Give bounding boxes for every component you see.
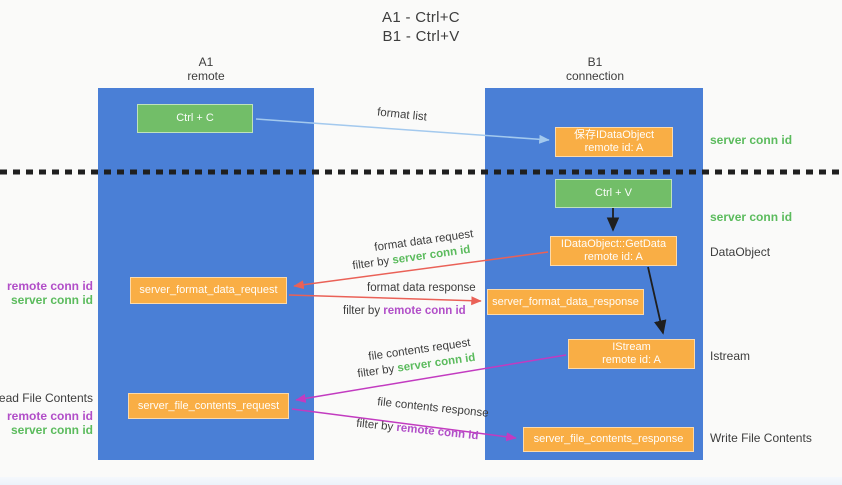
label-read-file-contents: Read File Contents (0, 391, 93, 405)
node-server-file-contents-response: server_file_contents_response (523, 427, 694, 452)
title-line-1: A1 - Ctrl+C (382, 9, 460, 26)
arrow-format-data-response (288, 294, 482, 306)
label-istream: Istream (710, 349, 751, 363)
remote-conn-id-text: remote conn id (395, 421, 480, 443)
title-line-2: B1 - Ctrl+V (382, 28, 460, 45)
label-server-conn-id-left-2: server conn id (10, 423, 93, 437)
bottom-edge-strip (0, 477, 842, 485)
node-save-idataobject: 保存IDataObject remote id: A (555, 127, 673, 157)
node-idataobject-getdata-line1: IDataObject::GetData (560, 238, 667, 250)
label-server-conn-id-right-2: server conn id (710, 210, 793, 224)
lane-b1-name: B1 (587, 55, 603, 69)
node-idataobject-getdata-line2: remote id: A (584, 251, 643, 263)
node-ctrl-v: Ctrl + V (555, 179, 672, 208)
lane-a1-name: A1 (198, 55, 214, 69)
node-istream-line1: IStream (612, 341, 651, 353)
label-filter-by-remote-conn-id-1: filter by remote conn id (343, 305, 466, 317)
filter-by-text: filter by (355, 417, 394, 434)
label-server-conn-id-left-1: server conn id (10, 293, 93, 307)
lane-header-a1: A1 remote (98, 55, 314, 83)
label-format-list: format list (376, 106, 428, 124)
filter-by-text: filter by (351, 255, 391, 273)
node-server-format-data-response: server_format_data_response (487, 289, 644, 315)
label-server-conn-id-right-1: server conn id (710, 133, 793, 147)
node-server-file-contents-response-label: server_file_contents_response (533, 433, 684, 445)
node-server-file-contents-request-label: server_file_contents_request (137, 399, 280, 412)
node-istream: IStream remote id: A (568, 339, 695, 369)
remote-conn-id-text: remote conn id (383, 305, 466, 317)
node-save-idataobject-line1: 保存IDataObject (573, 129, 655, 141)
label-format-data-response: format data response (367, 282, 476, 294)
node-save-idataobject-line2: remote id: A (584, 142, 644, 154)
lane-header-b1: B1 connection (486, 55, 704, 83)
node-server-format-data-request-label: server_format_data_request (139, 284, 278, 296)
node-ctrl-c: Ctrl + C (137, 104, 253, 133)
label-filter-by-remote-conn-id-2: filter by remote conn id (356, 418, 479, 443)
filter-by-text: filter by (356, 363, 396, 381)
node-idataobject-getdata: IDataObject::GetData remote id: A (550, 236, 677, 266)
node-server-format-data-request: server_format_data_request (130, 277, 287, 304)
label-remote-conn-id-left-2: remote conn id (6, 409, 93, 423)
node-ctrl-c-label: Ctrl + C (176, 112, 214, 124)
node-istream-line2: remote id: A (602, 354, 661, 366)
lane-a1-subtitle: remote (187, 69, 225, 83)
lane-b1-subtitle: connection (565, 69, 625, 83)
filter-by-text: filter by (343, 305, 381, 317)
node-ctrl-v-label: Ctrl + V (595, 187, 632, 199)
label-file-contents-response: file contents response (376, 396, 490, 420)
node-server-file-contents-request: server_file_contents_request (128, 393, 289, 419)
label-dataobject: DataObject (710, 245, 771, 259)
label-write-file-contents: Write File Contents (710, 431, 812, 445)
node-server-format-data-response-label: server_format_data_response (492, 295, 639, 308)
label-remote-conn-id-left-1: remote conn id (6, 279, 93, 293)
diagram-title: A1 - Ctrl+C B1 - Ctrl+V (0, 8, 842, 46)
